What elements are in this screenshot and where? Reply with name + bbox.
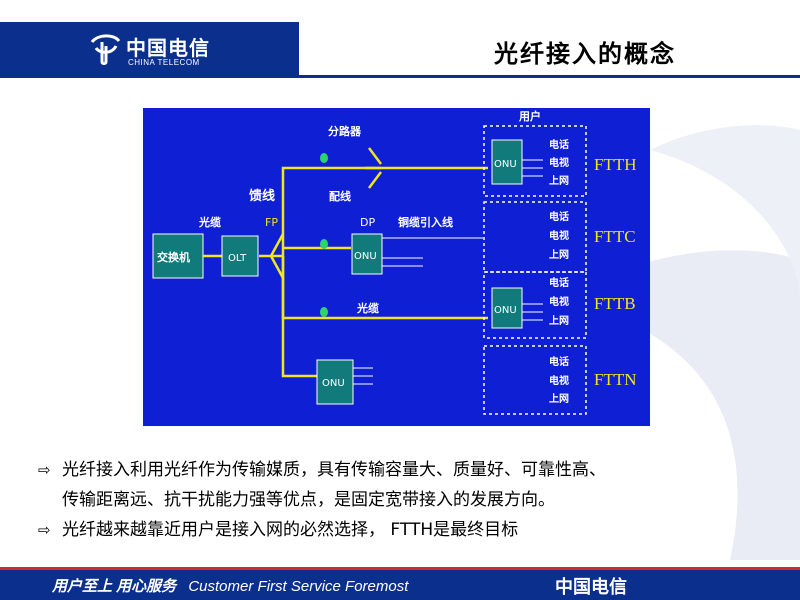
fiber-lines xyxy=(259,147,488,378)
china-telecom-logo-icon xyxy=(90,34,121,65)
footer-slogan: 用户至上 用心服务 Customer First Service Foremos… xyxy=(52,575,408,596)
svg-text:上网: 上网 xyxy=(549,248,569,261)
logo-text-cn: 中国电信 xyxy=(126,36,210,60)
onu-box-fttb xyxy=(491,287,523,329)
svg-text:电视: 电视 xyxy=(549,295,569,308)
svg-text:电话: 电话 xyxy=(549,276,569,289)
arrow-right-icon: ⇨ xyxy=(38,521,51,539)
svg-text:上网: 上网 xyxy=(549,174,569,187)
page-title: 光纤接入的概念 xyxy=(494,40,676,68)
copper-drop-label: 铜缆引入线 xyxy=(397,215,453,229)
mode-labels: FTTH FTTC FTTB FTTN xyxy=(594,155,637,389)
bullet-text-line: 光纤接入利用光纤作为传输媒质，具有传输容量大、质量好、可靠性高、 xyxy=(62,460,606,480)
bullet-text-line: 光纤越来越靠近用户是接入网的必然选择， FTTH是最终目标 xyxy=(62,520,519,540)
exchange-label: 交换机 xyxy=(157,250,190,264)
mode-fttn: FTTN xyxy=(594,370,637,389)
bullet-item: ⇨ 光纤接入利用光纤作为传输媒质，具有传输容量大、质量好、可靠性高、 传输距离远… xyxy=(38,455,778,515)
dp-label: DP xyxy=(360,216,375,229)
splitter-dots xyxy=(320,153,328,317)
fp-label: FP xyxy=(265,216,278,229)
onu-box-fttn xyxy=(316,359,354,405)
onu-label-fttn: ONU xyxy=(322,378,345,389)
diagram-canvas: 交换机 OLT ONU ONU ONU ONU 分路器 馈线 配线 光缆 FP … xyxy=(152,109,637,415)
onu-box-fttc xyxy=(351,233,383,275)
mode-fttc: FTTC xyxy=(594,227,636,246)
fiber-access-diagram: 交换机 OLT ONU ONU ONU ONU 分路器 馈线 配线 光缆 FP … xyxy=(143,108,650,426)
svg-text:上网: 上网 xyxy=(549,314,569,327)
onu-label-fttb: ONU xyxy=(494,305,517,316)
svg-text:电视: 电视 xyxy=(549,229,569,242)
svg-text:电话: 电话 xyxy=(549,138,569,151)
svg-text:电话: 电话 xyxy=(549,210,569,223)
service-labels: 电话 电视 上网 电话 电视 上网 电话 电视 上网 电话 电视 上网 xyxy=(549,138,569,405)
mode-fttb: FTTB xyxy=(594,294,636,313)
olt-label: OLT xyxy=(228,253,247,264)
arrow-right-icon: ⇨ xyxy=(38,461,51,479)
copper-lines xyxy=(353,159,543,385)
bullet-item: ⇨ 光纤越来越靠近用户是接入网的必然选择， FTTH是最终目标 xyxy=(38,515,778,545)
feeder-label: 馈线 xyxy=(249,188,275,204)
svg-text:电视: 电视 xyxy=(549,374,569,387)
cable-label: 光缆 xyxy=(198,215,221,229)
user-label: 用户 xyxy=(519,109,541,123)
user-boxes xyxy=(483,125,587,415)
cable-label-2: 光缆 xyxy=(356,301,379,315)
onu-box-ftth xyxy=(491,139,523,185)
olt-box xyxy=(221,235,259,277)
onu-label-fttc: ONU xyxy=(354,251,377,262)
header-title-area xyxy=(299,22,800,75)
svg-text:电视: 电视 xyxy=(549,156,569,169)
onu-label-ftth: ONU xyxy=(494,159,517,170)
bullet-list: ⇨ 光纤接入利用光纤作为传输媒质，具有传输容量大、质量好、可靠性高、 传输距离远… xyxy=(38,455,778,545)
bullet-text-line: 传输距离远、抗干扰能力强等优点，是固定宽带接入的发展方向。 xyxy=(62,490,555,510)
distribution-label: 配线 xyxy=(329,189,351,203)
footer-brand: 中国电信 xyxy=(555,577,627,598)
splitter-label: 分路器 xyxy=(328,124,362,138)
footer-slogan-en: Customer First Service Foremost xyxy=(188,578,409,595)
mode-ftth: FTTH xyxy=(594,155,637,174)
header-divider xyxy=(0,75,800,78)
footer-bar: 用户至上 用心服务 Customer First Service Foremos… xyxy=(0,567,800,600)
footer-accent-line xyxy=(0,567,800,570)
header-logo-bar: 中国电信 CHINA TELECOM xyxy=(0,22,299,75)
svg-text:电话: 电话 xyxy=(549,355,569,368)
footer-slogan-cn: 用户至上 用心服务 xyxy=(52,578,177,595)
logo-text-en: CHINA TELECOM xyxy=(128,58,200,67)
svg-text:上网: 上网 xyxy=(549,392,569,405)
